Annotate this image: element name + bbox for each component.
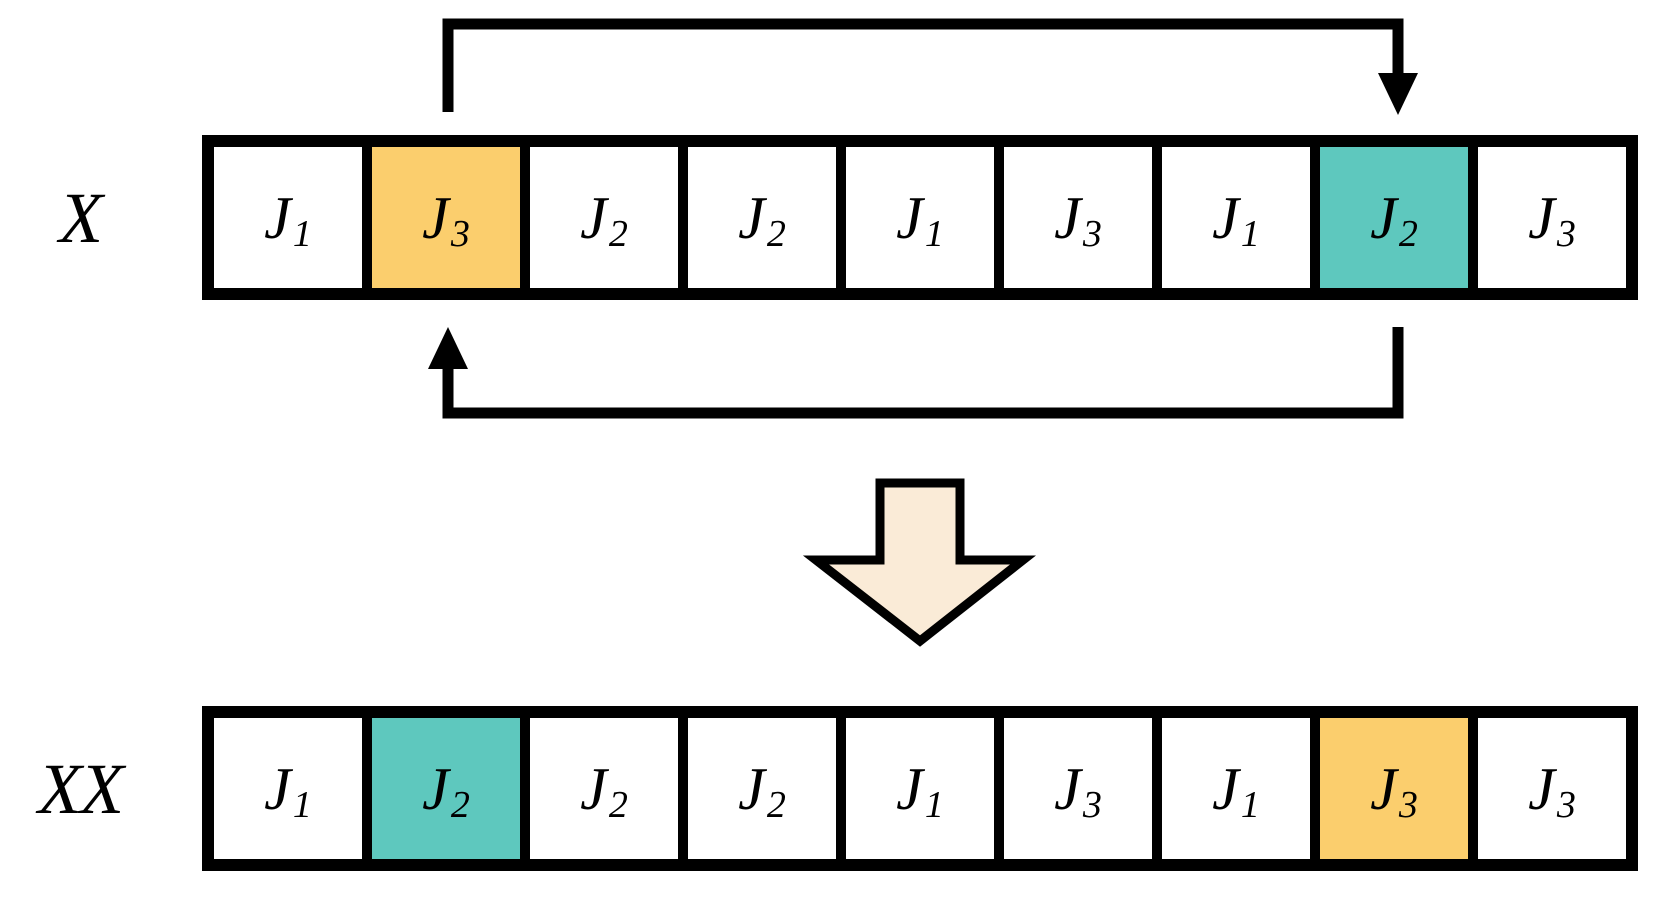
job-subscript: 1 <box>924 212 944 255</box>
job-label: J <box>896 184 923 251</box>
job-subscript: 1 <box>1240 212 1260 255</box>
job-label: J <box>264 184 291 251</box>
job-subscript: 3 <box>1556 783 1576 826</box>
transform-down-arrow-icon <box>802 478 1037 647</box>
sequence-x-label: X <box>59 177 103 258</box>
job-label: J <box>1054 184 1081 251</box>
job-label: J <box>1054 755 1081 822</box>
job-subscript: 3 <box>1556 212 1576 255</box>
job-subscript: 2 <box>1398 212 1418 255</box>
job-subscript: 1 <box>1240 783 1260 826</box>
job-label: J <box>580 755 607 822</box>
job-subscript: 2 <box>608 212 628 255</box>
job-subscript: 2 <box>766 212 786 255</box>
job-subscript: 2 <box>766 783 786 826</box>
job-subscript: 3 <box>1082 212 1102 255</box>
sequence-xx-label: XX <box>38 748 124 829</box>
job-subscript: 1 <box>292 783 312 826</box>
swap-forward-arrow-icon <box>442 18 1418 115</box>
swap-back-arrow-icon <box>428 327 1404 419</box>
job-subscript: 2 <box>450 783 470 826</box>
job-label: J <box>738 755 765 822</box>
job-label: J <box>264 755 291 822</box>
job-subscript: 3 <box>450 212 470 255</box>
job-subscript: 1 <box>292 212 312 255</box>
job-label: J <box>422 184 449 251</box>
job-label: J <box>1370 184 1397 251</box>
job-subscript: 1 <box>924 783 944 826</box>
job-label: J <box>580 184 607 251</box>
job-label: J <box>1528 184 1555 251</box>
job-label: J <box>422 755 449 822</box>
job-label: J <box>1212 184 1239 251</box>
job-label: J <box>1212 755 1239 822</box>
job-subscript: 3 <box>1082 783 1102 826</box>
job-label: J <box>1528 755 1555 822</box>
job-label: J <box>738 184 765 251</box>
job-subscript: 2 <box>608 783 628 826</box>
job-subscript: 3 <box>1398 783 1418 826</box>
job-label: J <box>896 755 923 822</box>
job-label: J <box>1370 755 1397 822</box>
